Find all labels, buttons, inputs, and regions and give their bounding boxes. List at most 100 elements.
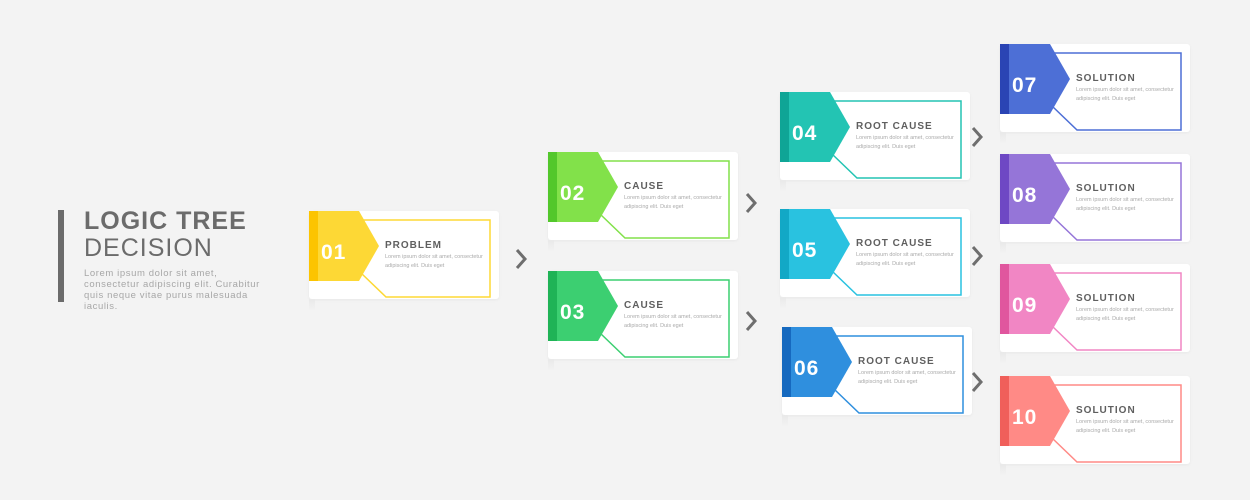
- node-10: 10 SOLUTION Lorem ipsum dolor sit amet, co…: [1000, 376, 1190, 476]
- card-frame: [1000, 154, 1182, 241]
- card-fold: [782, 415, 788, 427]
- node-02: 02 CAUSE Lorem ipsum dolor sit amet, conse…: [548, 152, 738, 252]
- card-outline: [830, 217, 962, 296]
- node-04: 04 ROOT CAUSE Lorem ipsum dolor sit amet, …: [780, 92, 970, 192]
- node-number: 03: [560, 301, 586, 324]
- card-outline: [598, 160, 730, 239]
- node-description: Lorem ipsum dolor sit amet, consectetur …: [856, 135, 954, 150]
- card-frame: [548, 152, 730, 239]
- tag-strip: [548, 271, 557, 341]
- title-line-1: LOGIC TREE: [84, 207, 247, 235]
- tag-strip: [1000, 264, 1009, 334]
- node-description: Lorem ipsum dolor sit amet, consectetur …: [1076, 197, 1174, 212]
- node-heading: ROOT CAUSE: [856, 238, 933, 249]
- node-heading: SOLUTION: [1076, 293, 1136, 304]
- tag-strip: [780, 92, 789, 162]
- chevron-right-icon: [971, 372, 984, 392]
- node-heading: CAUSE: [624, 300, 665, 311]
- card-frame: [1000, 44, 1182, 131]
- node-description: Lorem ipsum dolor sit amet, consectetur …: [385, 254, 483, 269]
- node-07: 07 SOLUTION Lorem ipsum dolor sit amet, co…: [1000, 44, 1190, 144]
- number-tag: [1000, 376, 1070, 446]
- node-09: 09 SOLUTION Lorem ipsum dolor sit amet, co…: [1000, 264, 1190, 364]
- card-outline: [1050, 162, 1182, 241]
- card-outline: [1050, 52, 1182, 131]
- card-fold: [548, 359, 554, 371]
- node-description: Lorem ipsum dolor sit amet, consectetur …: [624, 314, 722, 329]
- node-description: Lorem ipsum dolor sit amet, consectetur …: [856, 252, 954, 267]
- node-description: Lorem ipsum dolor sit amet, consectetur …: [858, 370, 956, 385]
- number-tag: [1000, 154, 1070, 224]
- number-tag: [780, 92, 850, 162]
- card-frame: [780, 209, 962, 296]
- chevron-right-icon: [745, 193, 758, 213]
- node-description: Lorem ipsum dolor sit amet, consectetur …: [1076, 87, 1174, 102]
- card-fold: [1000, 464, 1006, 476]
- node-description: Lorem ipsum dolor sit amet, consectetur …: [624, 195, 722, 210]
- node-description: Lorem ipsum dolor sit amet, consectetur …: [1076, 307, 1174, 322]
- node-05: 05 ROOT CAUSE Lorem ipsum dolor sit amet, …: [780, 209, 970, 309]
- card-outline: [359, 219, 491, 298]
- chevron-right-icon: [971, 127, 984, 147]
- card-fold: [548, 240, 554, 252]
- number-tag: [548, 271, 618, 341]
- diagram-title: LOGIC TREE DECISION Lorem ipsum dolor si…: [58, 207, 274, 312]
- card-fold: [780, 297, 786, 309]
- number-tag: [782, 327, 852, 397]
- node-heading: ROOT CAUSE: [858, 356, 935, 367]
- number-tag: [548, 152, 618, 222]
- card-frame: [1000, 264, 1182, 351]
- card-fold: [1000, 352, 1006, 364]
- card-frame: [780, 92, 962, 179]
- tag-strip: [309, 211, 318, 281]
- tag-strip: [1000, 376, 1009, 446]
- node-number: 02: [560, 182, 586, 205]
- chevron-right-icon: [971, 246, 984, 266]
- node-number: 06: [794, 357, 820, 380]
- card-outline: [830, 100, 962, 179]
- node-number: 07: [1012, 74, 1038, 97]
- node-01: 01 PROBLEM Lorem ipsum dolor sit amet, con…: [309, 211, 499, 311]
- card-frame: [1000, 376, 1182, 463]
- tag-strip: [1000, 154, 1009, 224]
- card-fold: [780, 180, 786, 192]
- node-03: 03 CAUSE Lorem ipsum dolor sit amet, conse…: [548, 271, 738, 371]
- card-fold: [309, 299, 315, 311]
- node-number: 10: [1012, 406, 1038, 429]
- number-tag: [780, 209, 850, 279]
- tag-strip: [782, 327, 791, 397]
- card-frame: [782, 327, 964, 414]
- number-tag: [309, 211, 379, 281]
- node-08: 08 SOLUTION Lorem ipsum dolor sit amet, co…: [1000, 154, 1190, 254]
- title-line-2: DECISION: [84, 234, 213, 262]
- card-frame: [548, 271, 730, 358]
- chevron-right-icon: [515, 249, 528, 269]
- card-fold: [1000, 242, 1006, 254]
- number-tag: [1000, 264, 1070, 334]
- tag-strip: [780, 209, 789, 279]
- node-06: 06 ROOT CAUSE Lorem ipsum dolor sit amet, …: [782, 327, 972, 427]
- card-outline: [598, 279, 730, 358]
- card-outline: [1050, 384, 1182, 463]
- card-outline: [832, 335, 964, 414]
- card-fold: [1000, 132, 1006, 144]
- card-frame: [309, 211, 491, 298]
- node-number: 04: [792, 122, 818, 145]
- node-heading: CAUSE: [624, 181, 665, 192]
- tag-strip: [1000, 44, 1009, 114]
- card-outline: [1050, 272, 1182, 351]
- node-heading: SOLUTION: [1076, 183, 1136, 194]
- node-heading: PROBLEM: [385, 240, 442, 251]
- node-number: 05: [792, 239, 818, 262]
- number-tag: [1000, 44, 1070, 114]
- chevron-right-icon: [745, 311, 758, 331]
- node-description: Lorem ipsum dolor sit amet, consectetur …: [1076, 419, 1174, 434]
- node-number: 09: [1012, 294, 1038, 317]
- tag-strip: [548, 152, 557, 222]
- node-heading: ROOT CAUSE: [856, 121, 933, 132]
- node-heading: SOLUTION: [1076, 73, 1136, 84]
- node-heading: SOLUTION: [1076, 405, 1136, 416]
- title-description: Lorem ipsum dolor sit amet, consectetur …: [84, 268, 260, 312]
- node-number: 08: [1012, 184, 1038, 207]
- node-number: 01: [321, 241, 347, 264]
